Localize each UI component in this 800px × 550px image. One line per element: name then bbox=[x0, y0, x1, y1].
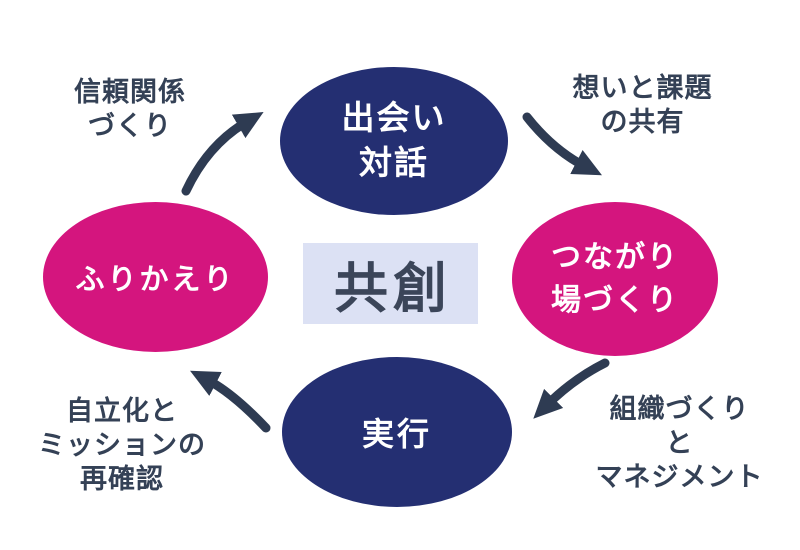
label-trust-building-line2: づくり bbox=[88, 110, 172, 141]
arrow-right-to-bottom-icon bbox=[533, 358, 610, 419]
label-trust-building-line1: 信頼関係 bbox=[74, 77, 186, 107]
center-cocreation-label: 共創 bbox=[303, 243, 478, 324]
label-independence-mission-line2: ミッションの bbox=[38, 429, 206, 460]
center-cocreation-text: 共創 bbox=[334, 259, 452, 319]
node-connection-placemaking: つながり 場づくり bbox=[512, 202, 718, 356]
label-sharing-thoughts-issues-line1: 想いと課題 bbox=[572, 73, 713, 103]
label-independence-mission-line3: 再確認 bbox=[80, 463, 164, 494]
label-independence-mission-line1: 自立化と bbox=[66, 396, 178, 426]
arrow-top-to-right-icon bbox=[522, 112, 602, 176]
node-execution: 実行 bbox=[282, 357, 512, 507]
node-meeting-dialogue: 出会い 対話 bbox=[280, 67, 508, 215]
node-meeting-dialogue-line1: 出会い bbox=[341, 99, 447, 137]
node-execution-line1: 実行 bbox=[361, 416, 432, 452]
node-connection-placemaking-line2: 場づくり bbox=[551, 284, 679, 317]
node-reflection-line1: ふりかえり bbox=[75, 264, 236, 296]
node-meeting-dialogue-line2: 対話 bbox=[359, 144, 429, 181]
label-organization-management: 組織づくり と マネジメント bbox=[577, 393, 782, 494]
label-sharing-thoughts-issues: 想いと課題 の共有 bbox=[545, 72, 740, 140]
node-reflection: ふりかえり bbox=[43, 202, 268, 352]
label-organization-management-line1: 組織づくり bbox=[609, 394, 750, 424]
label-trust-building: 信頼関係 づくり bbox=[35, 76, 225, 144]
label-organization-management-line2: と bbox=[665, 427, 694, 458]
label-organization-management-line3: マネジメント bbox=[595, 461, 764, 492]
node-connection-placemaking-line1: つながり bbox=[551, 240, 679, 274]
label-sharing-thoughts-issues-line2: の共有 bbox=[600, 106, 685, 137]
arrow-left-to-top-icon bbox=[181, 112, 264, 196]
label-independence-mission: 自立化と ミッションの 再確認 bbox=[22, 395, 222, 496]
arrow-bottom-to-left-icon bbox=[190, 370, 271, 433]
